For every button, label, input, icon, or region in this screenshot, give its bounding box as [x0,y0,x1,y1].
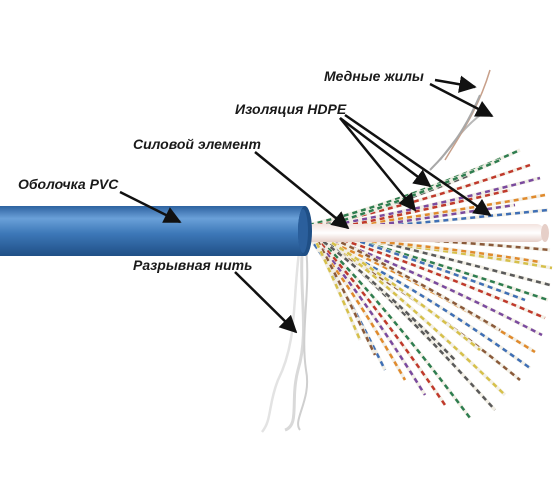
label-hdpe-insulation: Изоляция HDPE [235,101,347,117]
pair-colored-wire [308,230,447,406]
twisted-pairs [307,148,553,420]
arrow-copper [434,75,477,93]
arrow-hdpe-1 [339,117,432,188]
rip-cord [260,239,309,433]
label-rip-cord: Разрывная нить [133,257,253,273]
arrow-copper-2 [429,82,494,118]
pair-colored-wire [307,224,377,356]
pair-colored-wire [308,228,472,419]
pvc-sheath [0,206,312,256]
pair-colored-wire [308,229,456,361]
pair-colored-wire [308,225,501,332]
label-pvc-sheath: Оболочка PVC [18,176,119,192]
pair-colored-wire [308,176,541,231]
arrow-rip [234,271,298,334]
pair-colored-wire [308,235,541,264]
arrow-hdpe-2 [339,117,417,212]
arrow-hdpe-3 [344,113,492,217]
pair-colored-wire [308,235,521,381]
arrow-sheath [119,190,182,224]
label-strength-member: Силовой элемент [133,136,261,152]
annotation-arrows [119,75,494,334]
strength-member [300,224,549,242]
pair-colored-wire [308,234,407,381]
arrow-strength [254,151,350,230]
label-copper-wires: Медные жилы [324,68,424,84]
